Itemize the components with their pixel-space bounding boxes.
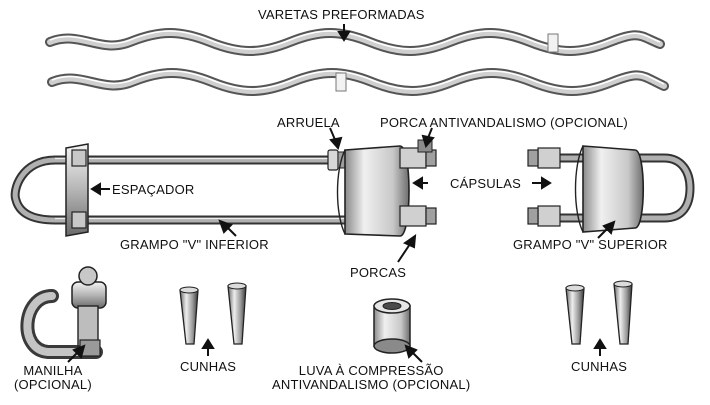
label-luva-line2: ANTIVANDALISMO (OPCIONAL) bbox=[272, 377, 471, 392]
label-capsulas: CÁPSULAS bbox=[450, 176, 521, 191]
label-porca-antivandalismo: PORCA ANTIVANDALISMO (OPCIONAL) bbox=[380, 115, 628, 130]
label-grampo-inferior: GRAMPO "V" INFERIOR bbox=[120, 237, 269, 252]
preformed-rods-bottom bbox=[47, 68, 669, 96]
label-arruela: ARRUELA bbox=[277, 115, 340, 130]
shackle bbox=[20, 266, 107, 359]
lower-v-clamp bbox=[10, 143, 355, 237]
label-luva-line1: LUVA À COMPRESSÃO bbox=[298, 363, 444, 378]
arrow-grampo-inferior bbox=[218, 219, 233, 234]
label-porcas: PORCAS bbox=[350, 265, 407, 280]
arrow-cunhas-right bbox=[593, 338, 607, 349]
preformed-rods-top bbox=[45, 28, 665, 56]
capsule-left bbox=[336, 139, 437, 237]
label-manilha: MANILHA (OPCIONAL) bbox=[14, 364, 92, 392]
label-manilha-line2: (OPCIONAL) bbox=[14, 377, 92, 392]
arrow-arruela bbox=[329, 136, 343, 151]
compression-sleeve bbox=[373, 298, 411, 354]
label-cunhas-left: CUNHAS bbox=[180, 359, 237, 374]
arrow-varetas bbox=[337, 31, 351, 42]
arrow-capsulas-right bbox=[541, 176, 552, 190]
wedges-left bbox=[179, 282, 247, 345]
arrow-grampo-superior bbox=[602, 220, 616, 235]
arrow-capsulas-left bbox=[412, 176, 423, 190]
arrow-manilha bbox=[72, 344, 86, 359]
arrow-porcas bbox=[402, 233, 417, 249]
label-luva-compressao: LUVA À COMPRESSÃO ANTIVANDALISMO (OPCION… bbox=[272, 364, 470, 392]
leader-arrows bbox=[67, 24, 616, 363]
label-cunhas-right: CUNHAS bbox=[571, 359, 628, 374]
arrow-luva bbox=[404, 344, 418, 359]
arrow-espacador bbox=[90, 182, 101, 196]
label-varetas-preformadas: VARETAS PREFORMADAS bbox=[258, 7, 425, 22]
label-espacador: ESPAÇADOR bbox=[112, 182, 195, 197]
wedges-right bbox=[565, 280, 633, 345]
label-grampo-superior: GRAMPO "V" SUPERIOR bbox=[513, 237, 668, 252]
arrow-cunhas-left bbox=[201, 338, 215, 349]
arrow-porca-antivandalismo bbox=[421, 134, 435, 149]
label-manilha-line1: MANILHA bbox=[23, 363, 83, 378]
upper-v-clamp bbox=[527, 145, 695, 233]
